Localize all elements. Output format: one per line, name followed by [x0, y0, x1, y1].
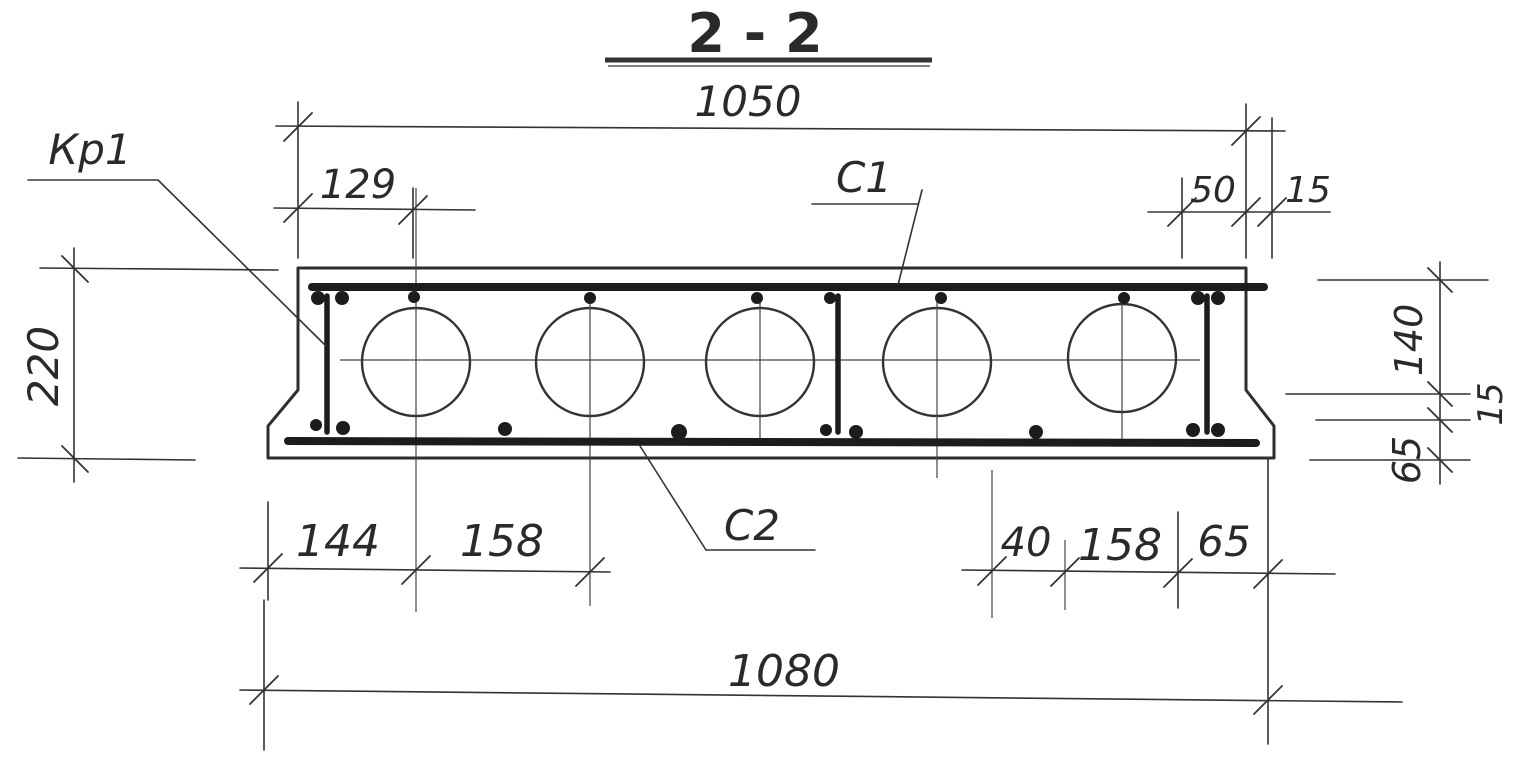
dim-top-total-label: 1050 [695, 77, 802, 126]
dim-bottom-right-a-label: 40 [1001, 520, 1052, 566]
dim-bottom-left: 144 158 [239, 501, 611, 601]
dim-top-right: 50 15 [1147, 117, 1331, 259]
dim-top-right-a-label: 50 [1190, 170, 1236, 211]
dim-right-lower-label: 65 [1385, 436, 1429, 484]
dim-bottom-right-b-label: 158 [1078, 520, 1162, 571]
dim-bottom-right: 40 158 65 [961, 457, 1336, 745]
dim-right-upper-label: 140 [1387, 304, 1431, 377]
leader-top-mesh: С1 [811, 153, 923, 286]
dim-top-total: 1050 [275, 77, 1286, 259]
voids [340, 188, 1200, 618]
dim-top-right-b-label: 15 [1285, 170, 1331, 211]
bottom-mesh-bar [284, 437, 1260, 447]
dim-height-label: 220 [19, 326, 68, 406]
label-top-mesh: С1 [836, 153, 892, 202]
section-title: 2 - 2 [687, 2, 822, 65]
dim-bottom-right-c-label: 65 [1197, 517, 1250, 566]
dim-bottom-left-a-label: 144 [296, 516, 380, 567]
dim-top-left: 129 [273, 162, 476, 259]
label-bottom-mesh: С2 [724, 501, 780, 550]
dim-bottom-total-label: 1080 [728, 646, 840, 697]
dim-right: 140 15 65 [1285, 261, 1511, 485]
bar-sections [310, 291, 1225, 440]
dim-right-middle-label: 15 [1471, 382, 1511, 425]
slab-outline [266, 266, 1276, 460]
dim-bottom-total: 1080 [239, 599, 1403, 751]
dim-bottom-left-b-label: 158 [460, 516, 544, 567]
leader-bottom-mesh: С2 [639, 445, 816, 551]
leader-frame: Кр1 [27, 125, 327, 347]
label-frame: Кр1 [48, 125, 131, 174]
dim-height: 220 [17, 247, 279, 483]
dim-top-left-label: 129 [320, 162, 396, 208]
